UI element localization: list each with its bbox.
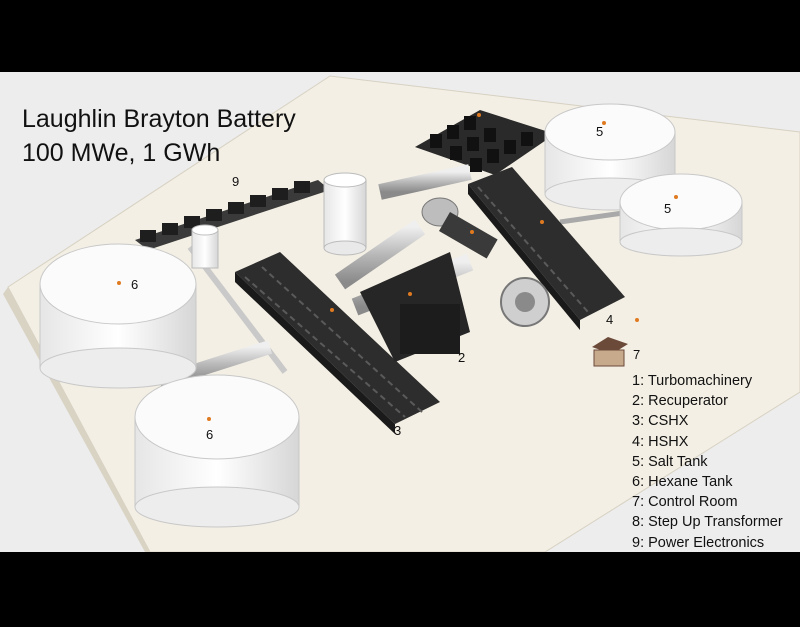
callout-power-electronics: 9 [232, 174, 240, 189]
legend-item: 7: Control Room [632, 494, 738, 511]
callout-recuperator: 2 [458, 350, 466, 365]
callout-hshx: 4 [606, 312, 614, 327]
callout-control-room: 7 [633, 347, 641, 362]
salt-tank-lower [619, 173, 743, 257]
callout-cshx: 3 [394, 423, 402, 438]
legend-item: 2: Recuperator [632, 393, 728, 410]
callout-salt-tank-lower: 5 [664, 201, 672, 216]
plant-rendering: Laughlin Brayton Battery 100 MWe, 1 GWh … [0, 72, 800, 552]
diagram-title: Laughlin Brayton Battery [22, 105, 296, 133]
legend-item: 3: CSHX [632, 413, 689, 430]
hexane-tank-lower [134, 374, 300, 528]
callout-hexane-tank-left: 6 [131, 277, 139, 292]
recuperator-unit [360, 252, 470, 362]
legend-item: 5: Salt Tank [632, 453, 708, 470]
legend-item: 6: Hexane Tank [632, 474, 733, 491]
step-up-transformer [415, 110, 555, 175]
hshx-unit [468, 167, 625, 330]
diagram-subtitle: 100 MWe, 1 GWh [22, 139, 221, 167]
small-tank [191, 224, 219, 269]
power-electronics-row [135, 180, 330, 250]
legend-item: 8: Step Up Transformer [632, 514, 783, 531]
legend-item: 4: HSHX [632, 433, 689, 450]
component-legend: 1: Turbomachinery 2: Recuperator 3: CSHX… [632, 371, 783, 552]
tall-vessel [323, 172, 367, 256]
turbomachinery-unit [421, 197, 550, 327]
callout-hexane-tank-lower: 6 [206, 427, 214, 442]
legend-item: 9: Power Electronics [632, 534, 765, 551]
legend-item: 1: Turbomachinery [632, 373, 753, 389]
hexane-tank-left [39, 243, 197, 389]
cshx-unit [235, 252, 440, 434]
control-room-building [592, 318, 639, 367]
plant-layout-drawing [3, 75, 800, 552]
callout-salt-tank-upper: 5 [596, 124, 604, 139]
